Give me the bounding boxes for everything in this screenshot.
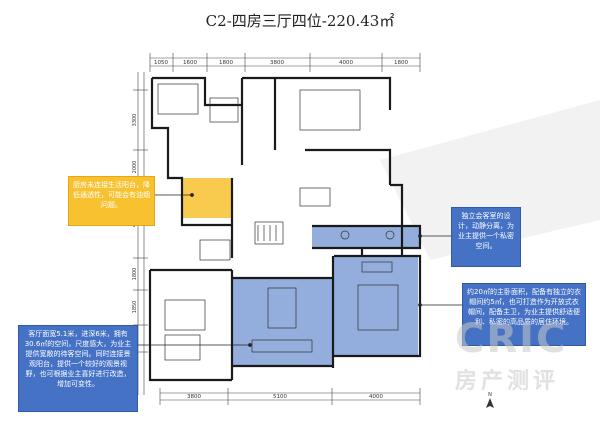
dim-left-4: 1800 xyxy=(132,268,138,281)
dim-top-4: 3800 xyxy=(270,60,284,66)
living-room-callout: 客厅面宽5.1米，进深6米，拥有30.6㎡的空间，尺度感大，为业主提供宽敞的待客… xyxy=(18,325,138,412)
dim-bottom-2: 5100 xyxy=(273,394,287,400)
dim-left-2: 2000 xyxy=(132,161,138,174)
dimension-lines-bottom xyxy=(159,388,421,405)
dim-top-5: 4000 xyxy=(339,60,353,66)
dim-bottom-3: 4000 xyxy=(369,394,383,400)
kitchen-highlight xyxy=(182,178,232,218)
callout-leaders xyxy=(120,193,462,347)
master-bedroom-highlight xyxy=(334,256,418,356)
dim-top-1: 1050 xyxy=(154,60,168,66)
study-highlight xyxy=(312,226,420,248)
svg-text:N: N xyxy=(488,392,492,398)
master-bedroom-callout: 约20㎡的主卧面积，配备有独立的衣帽间约5㎡，也可打造作为开放式衣帽间，配备主卫… xyxy=(462,283,586,346)
dim-top-3: 1800 xyxy=(219,60,233,66)
kitchen-callout: 厨房未连接生活阳台，降低通透性，可能会有油烟问题。 xyxy=(68,176,155,226)
living-room-highlight xyxy=(233,278,333,366)
dimension-lines-top xyxy=(149,53,421,72)
north-arrow-icon: N xyxy=(486,392,494,408)
dim-top-6: 1800 xyxy=(394,60,408,66)
dim-top-2: 1600 xyxy=(183,60,197,66)
dim-bottom-1: 3800 xyxy=(187,394,201,400)
dim-left-1: 3300 xyxy=(132,114,138,127)
plan-title: C2-四房三厅四位-220.43㎡ xyxy=(205,12,395,30)
furniture xyxy=(157,83,399,361)
dim-left-5: 1850 xyxy=(132,301,138,314)
study-callout: 独立会客室的设计，动静分离，为业主提供一个私密空间。 xyxy=(451,207,521,267)
dimension-lines-left xyxy=(133,72,148,395)
